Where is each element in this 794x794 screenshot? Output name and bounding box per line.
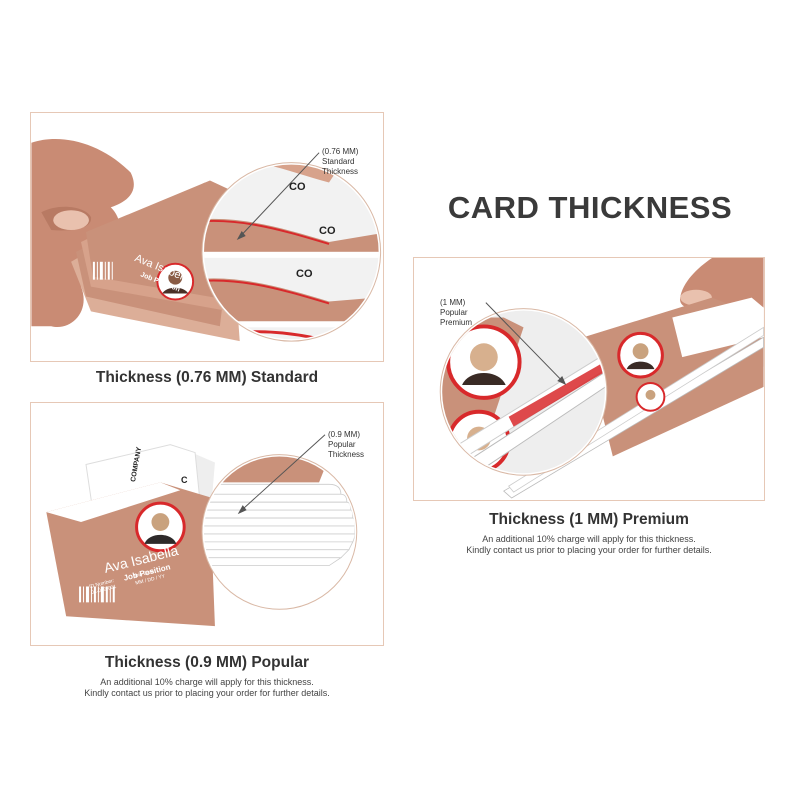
zoom-circle-icon bbox=[439, 308, 608, 476]
fanned-cards bbox=[71, 180, 240, 342]
note-premium: An additional 10% charge will apply for … bbox=[466, 534, 712, 555]
callout-premium: (1 MM) Popular Premium bbox=[440, 298, 473, 327]
panel-popular: COMPANY C Ava Isabella Job Position ID N… bbox=[30, 402, 384, 646]
caption-popular: Thickness (0.9 MM) Popular bbox=[104, 654, 310, 671]
caption-premium: Thickness (1 MM) Premium bbox=[489, 511, 689, 528]
caption-standard: Thickness (0.76 MM) Standard bbox=[95, 369, 319, 386]
hand-icon bbox=[31, 139, 134, 328]
card-company-text: CO bbox=[296, 268, 313, 280]
popular-illustration bbox=[46, 434, 358, 627]
callout-arrow-icon bbox=[237, 434, 326, 515]
panel-premium bbox=[413, 257, 765, 501]
panel-standard: CO CO CO Ava Isabella Job Position bbox=[30, 112, 384, 362]
standard-illustration bbox=[31, 139, 382, 342]
card-company-text: C bbox=[181, 475, 188, 485]
callout-arrow-icon bbox=[236, 152, 320, 240]
stacked-cards bbox=[46, 444, 215, 627]
callout-standard: (0.76 MM) Standard Thickness bbox=[322, 147, 359, 176]
premium-illustration bbox=[439, 258, 764, 499]
card-company-text: CO bbox=[289, 181, 306, 193]
page-title: CARD THICKNESS bbox=[447, 190, 733, 225]
barcode-icon bbox=[92, 261, 113, 280]
callout-popular: (0.9 MM) Popular Thickness bbox=[328, 430, 365, 459]
zoom-circle-icon bbox=[201, 162, 382, 342]
zoom-circle-icon bbox=[201, 454, 358, 610]
barcode-icon bbox=[79, 586, 115, 603]
note-popular: An additional 10% charge will apply for … bbox=[84, 677, 330, 698]
callout-arrow-icon bbox=[485, 302, 567, 385]
card-company-text: CO bbox=[319, 225, 336, 237]
